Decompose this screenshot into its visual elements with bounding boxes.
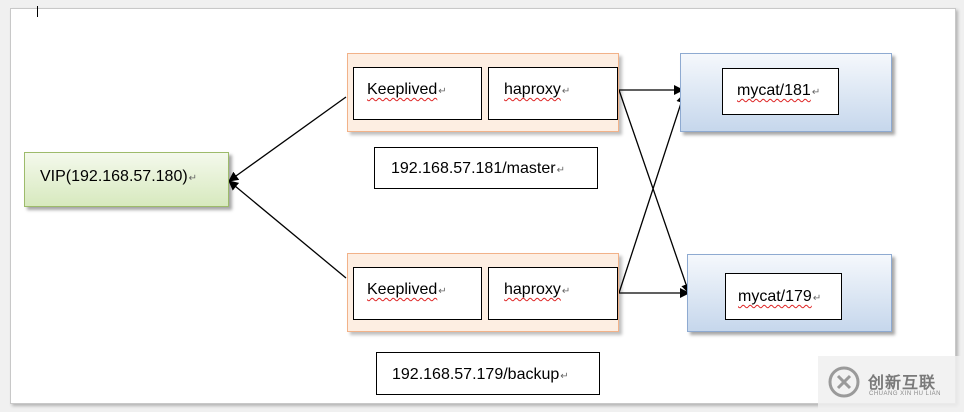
paragraph-mark: ↵ <box>556 165 565 176</box>
paragraph-mark: ↵ <box>811 87 821 98</box>
mycat-181-node: mycat/181↵ <box>680 53 892 132</box>
paragraph-mark: ↵ <box>438 286 447 297</box>
master-address-label: 192.168.57.181/master <box>391 160 556 177</box>
backup-haproxy-label: haproxy <box>504 281 561 298</box>
backup-node: Keeplived↵ haproxy↵ <box>347 253 619 332</box>
backup-haproxy-box: haproxy↵ <box>488 267 618 320</box>
mycat-181-label: mycat/181 <box>737 82 811 99</box>
mycat-179-node: mycat/179↵ <box>687 254 892 332</box>
arrow-master-to-vip <box>228 96 347 182</box>
mycat-181-label-wrap: mycat/181↵ <box>737 82 820 100</box>
paragraph-mark: ↵ <box>812 293 822 304</box>
paragraph-mark: ↵ <box>560 371 569 382</box>
master-haproxy-box: haproxy↵ <box>488 67 618 120</box>
master-address-box: 192.168.57.181/master↵ <box>374 147 598 189</box>
master-keepalived-box: Keeplived↵ <box>353 67 482 120</box>
arrow-master-to-mycat179 <box>618 89 691 294</box>
master-keepalived-label-wrap: Keeplived↵ <box>367 81 447 99</box>
master-node: Keeplived↵ haproxy↵ <box>347 53 619 132</box>
backup-keepalived-label: Keeplived <box>367 281 438 298</box>
master-address-label-wrap: 192.168.57.181/master↵ <box>391 160 565 178</box>
backup-keepalived-box: Keeplived↵ <box>353 267 482 320</box>
text-cursor <box>37 6 38 17</box>
mycat-179-label: mycat/179 <box>738 288 812 305</box>
watermark-text: 创新互联 <box>868 373 937 392</box>
backup-address-label: 192.168.57.179/backup <box>392 366 560 383</box>
master-haproxy-label: haproxy <box>504 81 561 98</box>
watermark-subtext: CHUANG XIN HU LIAN <box>869 391 942 397</box>
backup-haproxy-label-wrap: haproxy↵ <box>504 281 570 299</box>
arrow-backup-to-vip <box>228 180 347 279</box>
mycat-179-box: mycat/179↵ <box>725 273 842 320</box>
backup-address-box: 192.168.57.179/backup↵ <box>376 352 600 395</box>
backup-keepalived-label-wrap: Keeplived↵ <box>367 281 447 299</box>
paragraph-mark: ↵ <box>561 286 571 297</box>
paragraph-mark: ↵ <box>561 86 571 97</box>
arrow-backup-to-mycat181 <box>618 93 686 294</box>
vip-label-wrap: VIP(192.168.57.180)↵ <box>40 168 197 186</box>
vip-label: VIP(192.168.57.180) <box>40 168 188 185</box>
paragraph-mark: ↵ <box>188 173 198 184</box>
paragraph-mark: ↵ <box>438 86 447 97</box>
master-haproxy-label-wrap: haproxy↵ <box>504 81 570 99</box>
watermark-logo-icon <box>828 366 860 398</box>
master-keepalived-label: Keeplived <box>367 81 438 98</box>
backup-address-label-wrap: 192.168.57.179/backup↵ <box>392 366 569 384</box>
vip-box: VIP(192.168.57.180)↵ <box>24 152 229 207</box>
mycat-181-box: mycat/181↵ <box>722 68 839 115</box>
watermark: 创新互联 CHUANG XIN HU LIAN <box>818 356 964 412</box>
mycat-179-label-wrap: mycat/179↵ <box>738 288 821 306</box>
